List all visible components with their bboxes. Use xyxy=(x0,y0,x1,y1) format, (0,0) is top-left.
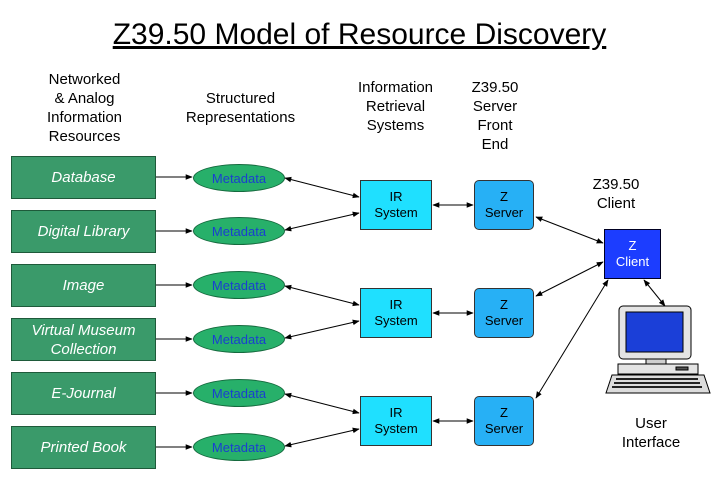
z-server-3: Z Server xyxy=(474,396,534,446)
header-client: Z39.50 Client xyxy=(592,176,640,212)
resource-digital-library: Digital Library xyxy=(11,210,156,253)
header-ir: Information Retrieval Systems xyxy=(357,79,434,134)
link-meta-ir-4 xyxy=(284,319,360,340)
metadata-node-2: Metadata xyxy=(193,217,285,245)
ir-system-3: IR System xyxy=(360,396,432,446)
resource-virtual-museum: Virtual Museum Collection xyxy=(11,318,156,361)
link-meta-ir-3 xyxy=(284,284,360,307)
link-meta-ir-5 xyxy=(284,392,360,415)
metadata-node-1: Metadata xyxy=(193,164,285,192)
metadata-node-6: Metadata xyxy=(193,433,285,461)
link-meta-ir-1 xyxy=(284,176,360,199)
resource-image: Image xyxy=(11,264,156,307)
resource-printed-book: Printed Book xyxy=(11,426,156,469)
metadata-node-5: Metadata xyxy=(193,379,285,407)
header-user: User Interface xyxy=(621,415,681,451)
metadata-node-4: Metadata xyxy=(193,325,285,353)
ir-system-1: IR System xyxy=(360,180,432,230)
link-server-client-2 xyxy=(535,261,604,297)
metadata-node-3: Metadata xyxy=(193,271,285,299)
resource-e-journal: E-Journal xyxy=(11,372,156,415)
link-server-client-1 xyxy=(535,216,604,244)
link-client-user xyxy=(643,279,666,307)
diagram-title: Z39.50 Model of Resource Discovery xyxy=(112,18,607,51)
computer-icon xyxy=(605,305,711,394)
link-server-client-3 xyxy=(535,279,609,399)
z-server-2: Z Server xyxy=(474,288,534,338)
z-server-1: Z Server xyxy=(474,180,534,230)
link-meta-ir-2 xyxy=(284,211,360,232)
header-server: Z39.50 Server Front End xyxy=(471,79,519,153)
z-client: Z Client xyxy=(604,229,661,279)
header-structured: Structured Representations xyxy=(185,90,296,126)
header-resources: Networked & Analog Information Resources xyxy=(46,71,123,145)
ir-system-2: IR System xyxy=(360,288,432,338)
link-meta-ir-6 xyxy=(284,427,360,448)
resource-database: Database xyxy=(11,156,156,199)
